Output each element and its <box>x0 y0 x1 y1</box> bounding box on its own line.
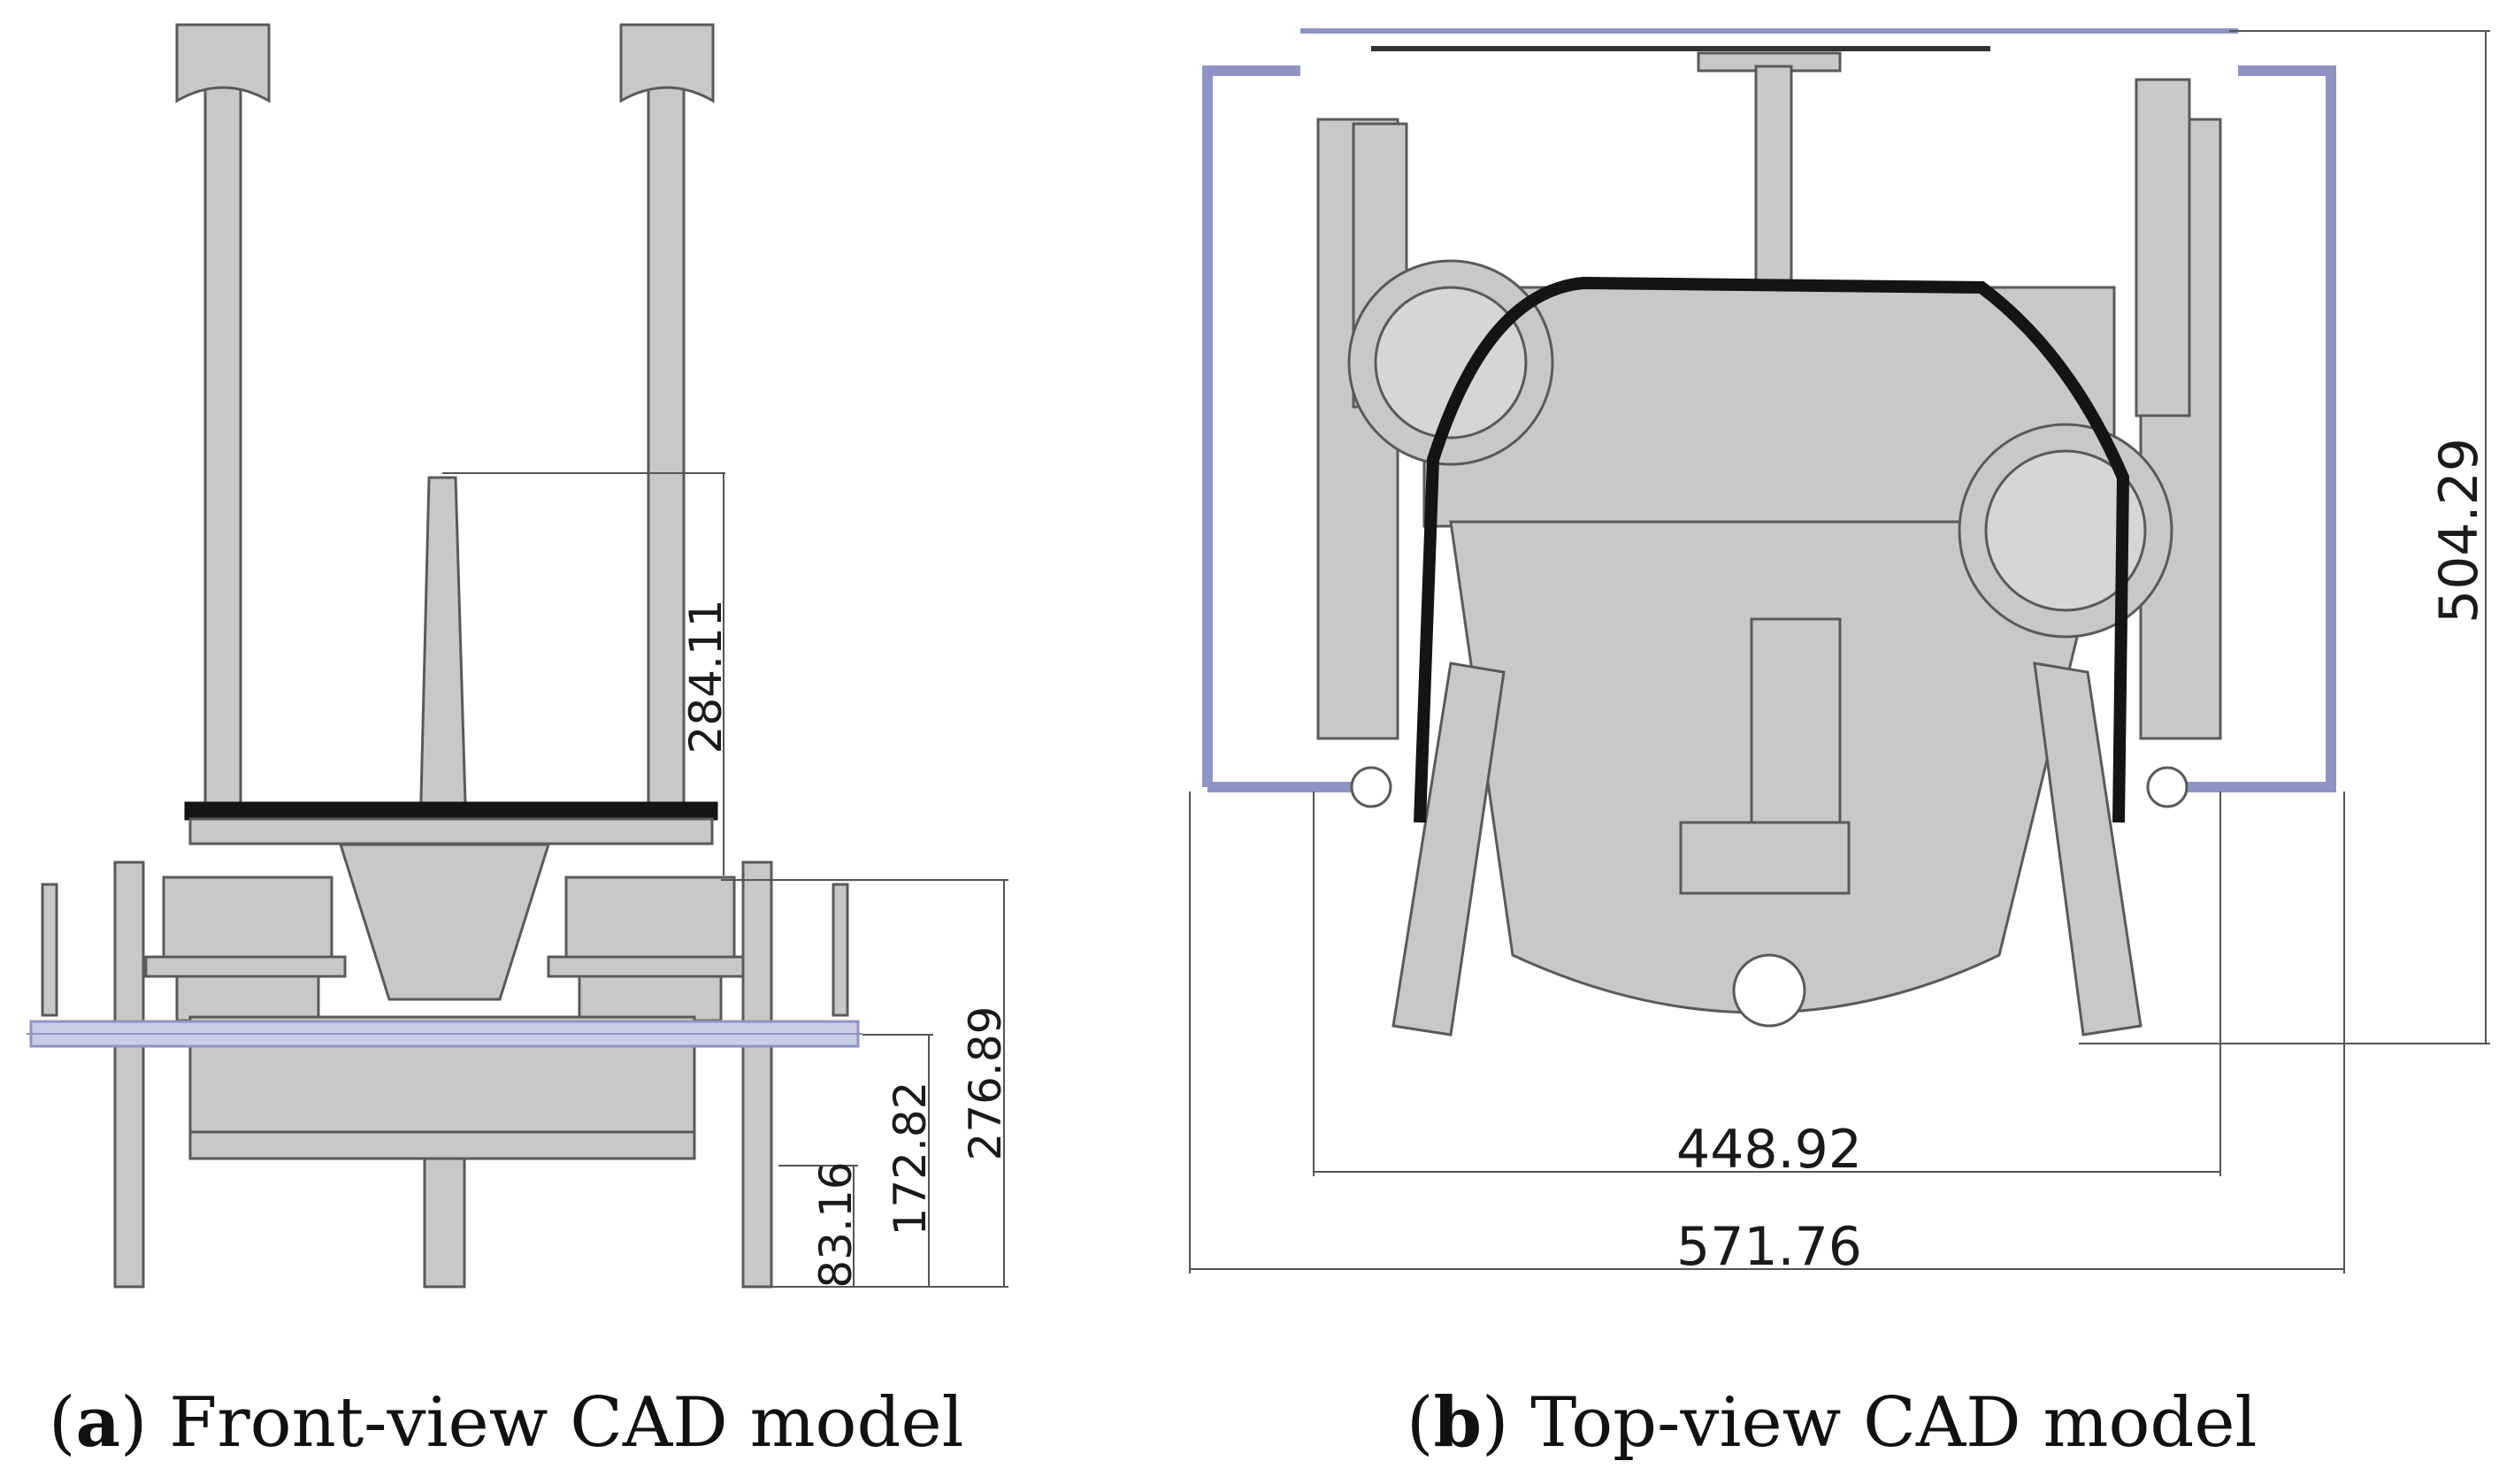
dim-inner-width: 448.92 <box>1676 1119 1862 1181</box>
caption-b-letter: b <box>1433 1382 1482 1463</box>
left-post-cap <box>175 23 271 103</box>
right-post <box>647 69 686 807</box>
right-wheel <box>2033 662 2143 1037</box>
right-wheel <box>741 861 773 1289</box>
left-spool-flange <box>144 955 347 978</box>
dim-depth: 504.29 <box>2428 438 2490 623</box>
right-arm-bar <box>2135 78 2191 417</box>
right-spool-flange <box>547 955 749 978</box>
outer-frame <box>1202 65 2336 792</box>
chassis-base <box>188 1130 696 1160</box>
top-view-drawing: 504.29 448.92 571.76 <box>1189 28 2490 1278</box>
dim-frame-level: 172.82 <box>885 1082 936 1236</box>
left-guide-rod <box>41 883 58 1017</box>
front-view-model <box>27 23 862 1289</box>
right-post-cap <box>619 23 715 103</box>
center-hole <box>1732 953 1806 1028</box>
center-block-cross <box>1679 821 1851 895</box>
right-spool-body <box>564 876 736 959</box>
caption-b-text: Top-view CAD model <box>1530 1383 2258 1463</box>
top-dimension-lines <box>1189 30 2490 1274</box>
left-pivot <box>1350 766 1392 808</box>
top-view-model <box>1202 28 2336 1037</box>
right-pivot <box>2146 766 2189 808</box>
caption-a-text: Front-view CAD model <box>169 1383 964 1463</box>
left-spool-base <box>175 975 320 1022</box>
center-block <box>1750 617 1842 833</box>
dim-mast-height: 284.11 <box>680 600 732 754</box>
belt-ring <box>184 801 718 821</box>
left-post <box>203 69 242 807</box>
right-spool-inner <box>1984 449 2147 612</box>
dim-overall-width: 571.76 <box>1676 1216 1862 1278</box>
left-spool-inner <box>1374 286 1528 440</box>
upper-platform <box>188 817 714 845</box>
belt-loop <box>1414 276 2130 823</box>
caption-top-view: (b) Top-view CAD model <box>1407 1382 2258 1463</box>
left-wheel <box>113 861 145 1289</box>
front-view-drawing: 284.11 83.16 172.82 276.89 <box>27 23 1011 1289</box>
right-spool-base <box>578 975 723 1022</box>
left-spool-body <box>162 876 333 959</box>
caption-a-letter: a <box>75 1382 120 1463</box>
dim-guide-height: 276.89 <box>960 1006 1011 1161</box>
center-funnel <box>338 843 551 1001</box>
center-wheel <box>423 1157 466 1289</box>
center-mast <box>418 476 468 835</box>
left-wheel <box>1391 662 1506 1037</box>
front-dimension-lines <box>442 472 1008 1288</box>
dim-wheel-axle: 83.16 <box>810 1161 862 1288</box>
caption-front-view: (a) Front-view CAD model <box>49 1382 964 1463</box>
right-guide-rod <box>832 883 849 1017</box>
